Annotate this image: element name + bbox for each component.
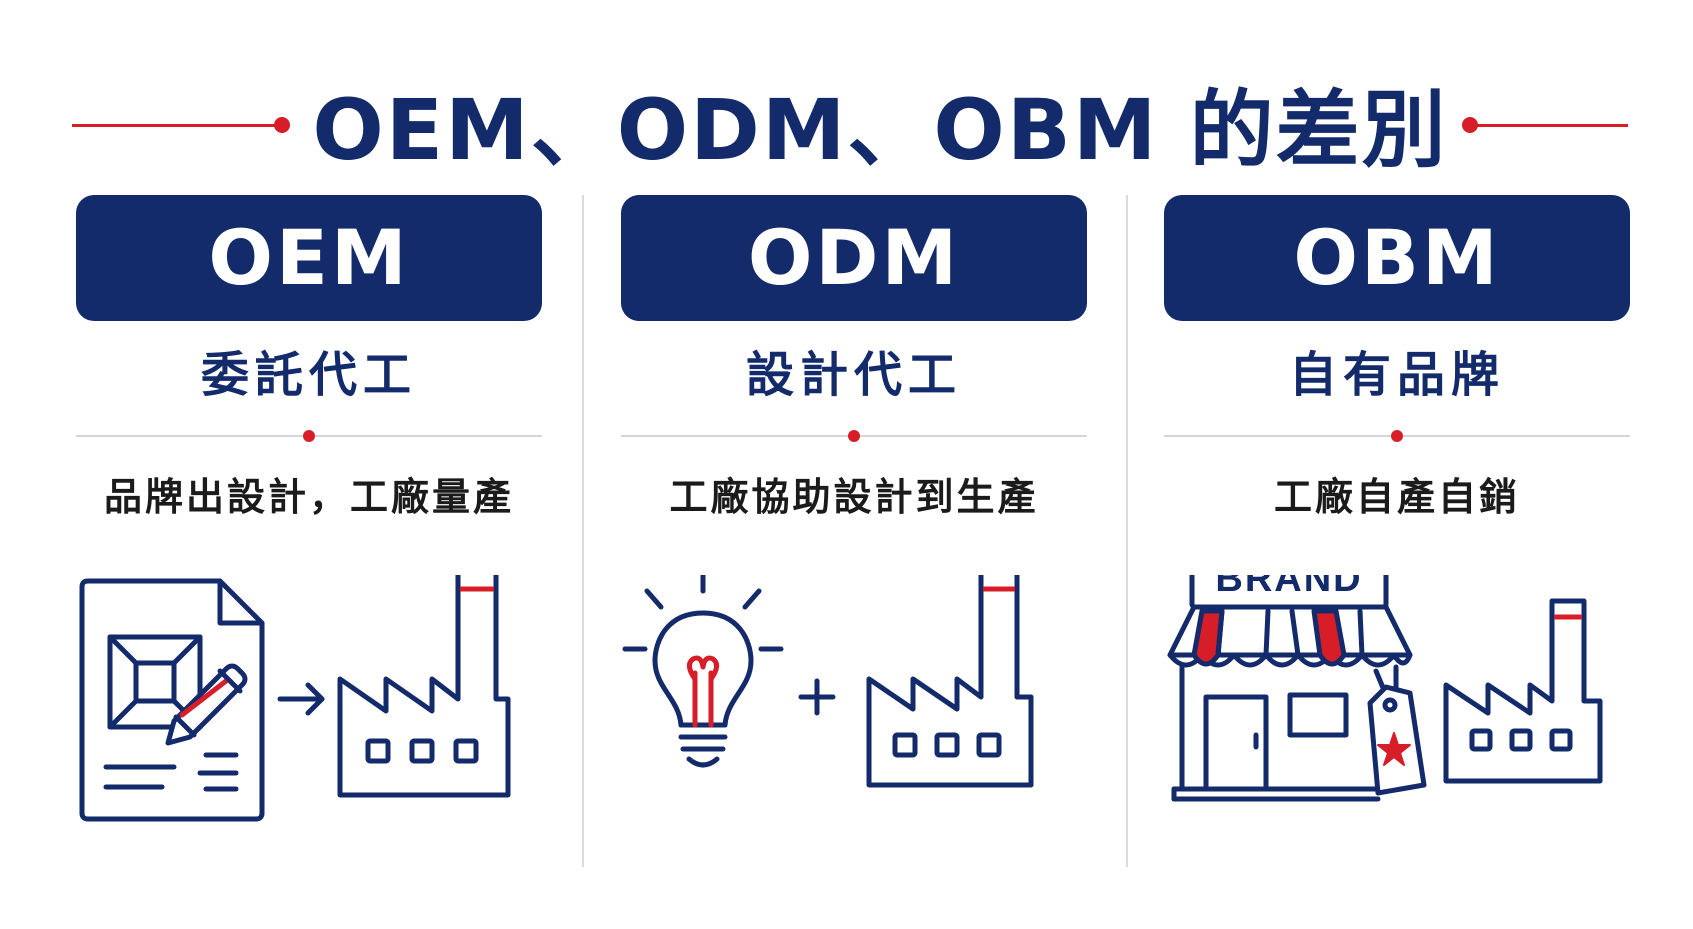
arrow-right-icon [277,682,325,716]
title-bar: OEM、ODM、OBM 的差別 [0,36,1693,179]
subtitle-obm: 自有品牌 [1288,347,1505,403]
separator-dot-oem [303,430,315,442]
page-title: OEM、ODM、OBM 的差別 [312,81,1448,179]
illustration-oem [76,575,542,875]
brand-store-icon: BRAND [1167,575,1413,802]
badge-obm: OBM [1164,195,1630,321]
column-divider-2 [1126,195,1128,867]
illustration-odm [621,575,1087,875]
description-oem: 品牌出設計，工廠量產 [103,475,514,519]
description-odm: 工廠協助設計到生產 [669,475,1039,519]
separator-dot-odm [848,430,860,442]
design-document-icon [79,578,265,822]
store-sign-text: BRAND [1215,575,1362,600]
title-dot-left [274,117,290,133]
title-line-right [1470,124,1628,127]
column-oem: OEM 委託代工 品牌出設計，工廠量產 [76,195,542,885]
factory-icon [337,575,511,798]
separator-dot-obm [1391,430,1403,442]
description-obm: 工廠自產自銷 [1273,475,1520,519]
subtitle-odm: 設計代工 [745,347,962,403]
plus-icon [798,678,836,716]
title-line-left [72,124,282,127]
subtitle-oem: 委託代工 [200,347,417,403]
factory-icon [866,575,1034,788]
lightbulb-icon [622,575,784,768]
badge-oem: OEM [76,195,542,321]
column-odm: ODM 設計代工 工廠協助設計到生產 [621,195,1087,885]
factory-icon [1443,598,1603,784]
illustration-obm: BRAND [1164,575,1630,875]
badge-odm: ODM [621,195,1087,321]
column-divider-1 [582,195,584,867]
column-obm: OBM 自有品牌 工廠自產自銷 BRAND [1164,195,1630,885]
price-tag-icon [1367,668,1427,796]
